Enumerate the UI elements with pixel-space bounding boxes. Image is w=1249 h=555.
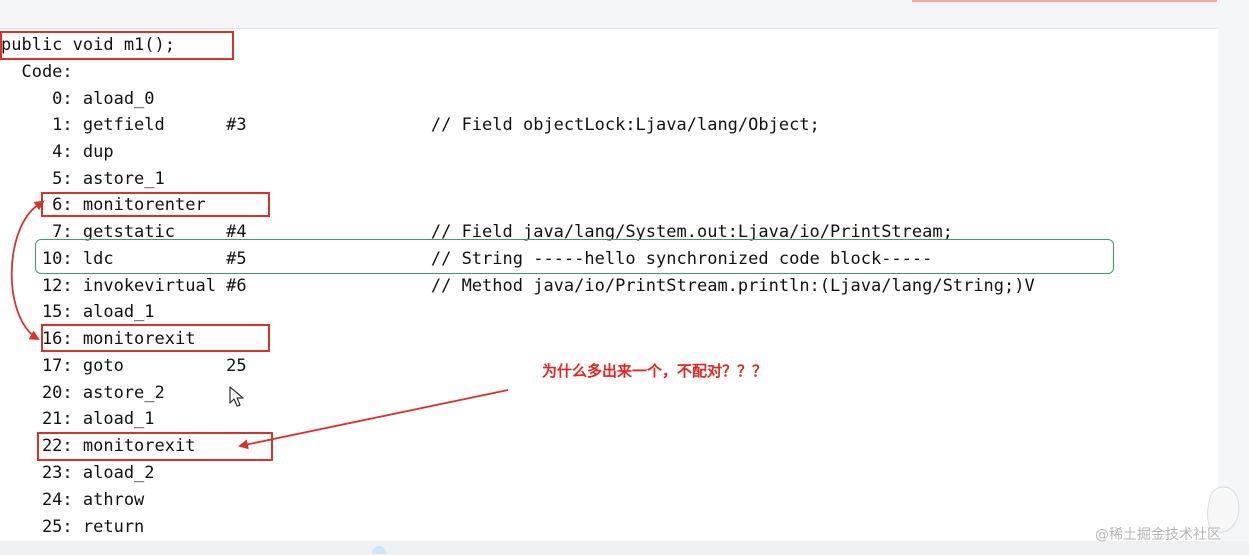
window-top-bar (0, 0, 1249, 29)
instruction-line: 0: aload_0 (1, 89, 155, 109)
instruction-line: 15: aload_1 (1, 302, 155, 322)
annotation-text: 为什么多出来一个，不配对？？？ (542, 362, 768, 380)
curved-double-arrow-icon (10, 200, 45, 341)
instruction-line: 7: getstatic #4 // Field java/lang/Syste… (1, 222, 953, 242)
instruction-line: 12: invokevirtual #6 // Method java/io/P… (1, 276, 1035, 296)
instruction-line: 6: monitorenter (1, 195, 206, 215)
instruction-line: 4: dup (1, 142, 114, 162)
bottom-indicator (372, 546, 386, 554)
bottom-status-strip (0, 541, 1249, 555)
instruction-line: 24: athrow (1, 490, 145, 510)
instruction-line: 21: aload_1 (1, 409, 155, 429)
instruction-line: 23: aload_2 (1, 463, 155, 483)
second-monitorexit-highlight (37, 432, 273, 461)
instruction-line: 17: goto 25 (1, 356, 247, 376)
code-label: Code: (1, 62, 73, 82)
annotation-arrow-icon (238, 389, 509, 450)
method-signature: public void m1(); (1, 35, 175, 55)
instruction-line: 5: astore_1 (1, 169, 165, 189)
instruction-line: 20: astore_2 (1, 383, 165, 403)
instruction-line: 25: return (1, 517, 145, 537)
mouse-pointer-icon (229, 386, 245, 412)
method-signature-highlight (0, 31, 234, 60)
instruction-line: 16: monitorexit (1, 329, 196, 349)
top-bar-accent (912, 0, 1217, 2)
instruction-line: 10: ldc #5 // String -----hello synchron… (1, 249, 933, 269)
watermark-text: @稀土掘金技术社区 (1095, 527, 1221, 543)
right-scroll-area[interactable] (1218, 0, 1249, 541)
instruction-line: 22: monitorexit (1, 436, 196, 456)
instruction-line: 1: getfield #3 // Field objectLock:Ljava… (1, 115, 820, 135)
corner-badge-icon (1202, 478, 1242, 542)
